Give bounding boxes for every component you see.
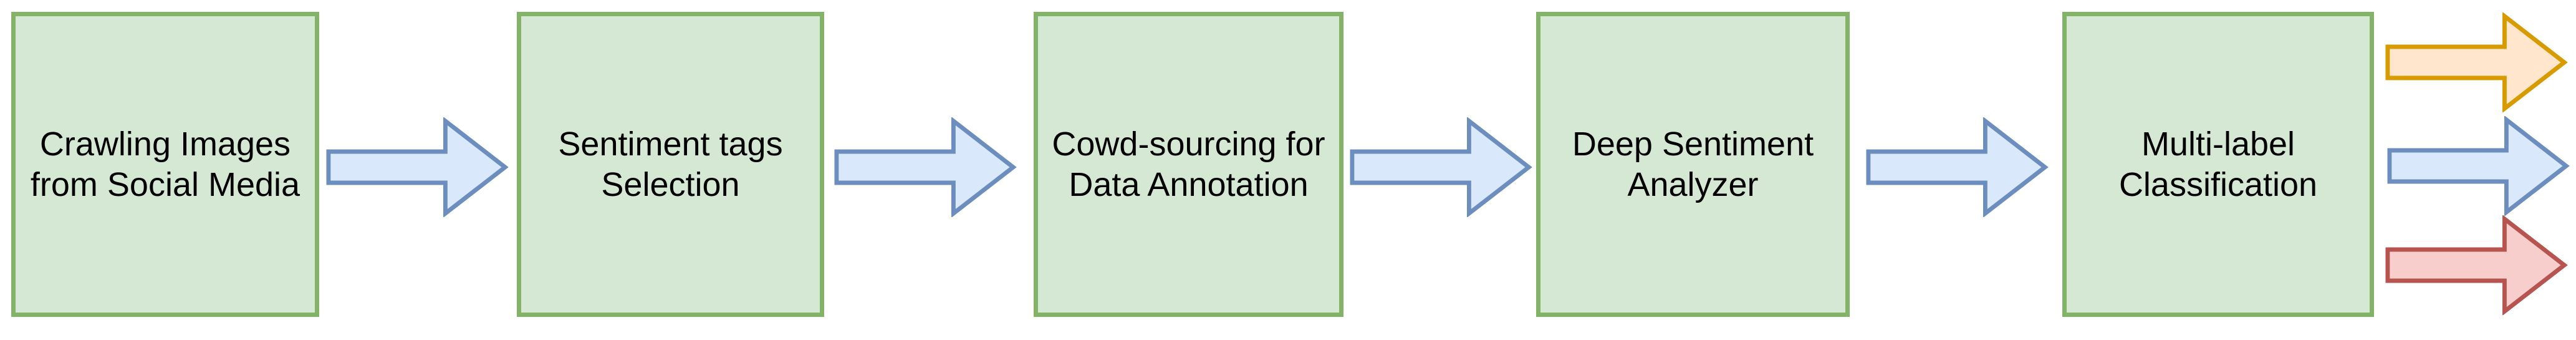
output-arrow-red-icon bbox=[2385, 215, 2568, 315]
step-box-deep-sentiment-analyzer: Deep Sentiment Analyzer bbox=[1536, 12, 1850, 317]
step-box-multilabel-classification: Multi-label Classification bbox=[2062, 12, 2374, 317]
step-box-crowdsourcing-annotation: Cowd-sourcing for Data Annotation bbox=[1034, 12, 1343, 317]
right-arrow-shape bbox=[2387, 116, 2570, 216]
step-label-multilabel-classification: Multi-label Classification bbox=[2118, 125, 2318, 203]
flow-arrow-1-icon bbox=[326, 117, 509, 217]
flow-arrow-3-icon bbox=[1350, 117, 1532, 217]
output-arrow-blue-icon bbox=[2387, 116, 2570, 216]
step-label-sentiment-tags-selection: Sentiment tags Selection bbox=[558, 125, 783, 203]
right-arrow-shape bbox=[834, 117, 1017, 217]
right-arrow-shape bbox=[2385, 215, 2568, 315]
step-label-deep-sentiment-analyzer: Deep Sentiment Analyzer bbox=[1572, 125, 1814, 203]
right-arrow-shape bbox=[326, 117, 509, 217]
right-arrow-shape bbox=[1350, 117, 1532, 217]
flow-arrow-2-icon bbox=[834, 117, 1017, 217]
step-box-sentiment-tags-selection: Sentiment tags Selection bbox=[517, 12, 824, 317]
step-box-crawling-images: Crawling Images from Social Media bbox=[11, 12, 319, 317]
step-label-crawling-images: Crawling Images from Social Media bbox=[30, 125, 300, 203]
right-arrow-shape bbox=[2385, 12, 2568, 112]
output-arrow-orange-icon bbox=[2385, 12, 2568, 112]
flow-arrow-4-icon bbox=[1866, 117, 2049, 217]
step-label-crowdsourcing-annotation: Cowd-sourcing for Data Annotation bbox=[1052, 125, 1325, 203]
right-arrow-shape bbox=[1866, 117, 2049, 217]
